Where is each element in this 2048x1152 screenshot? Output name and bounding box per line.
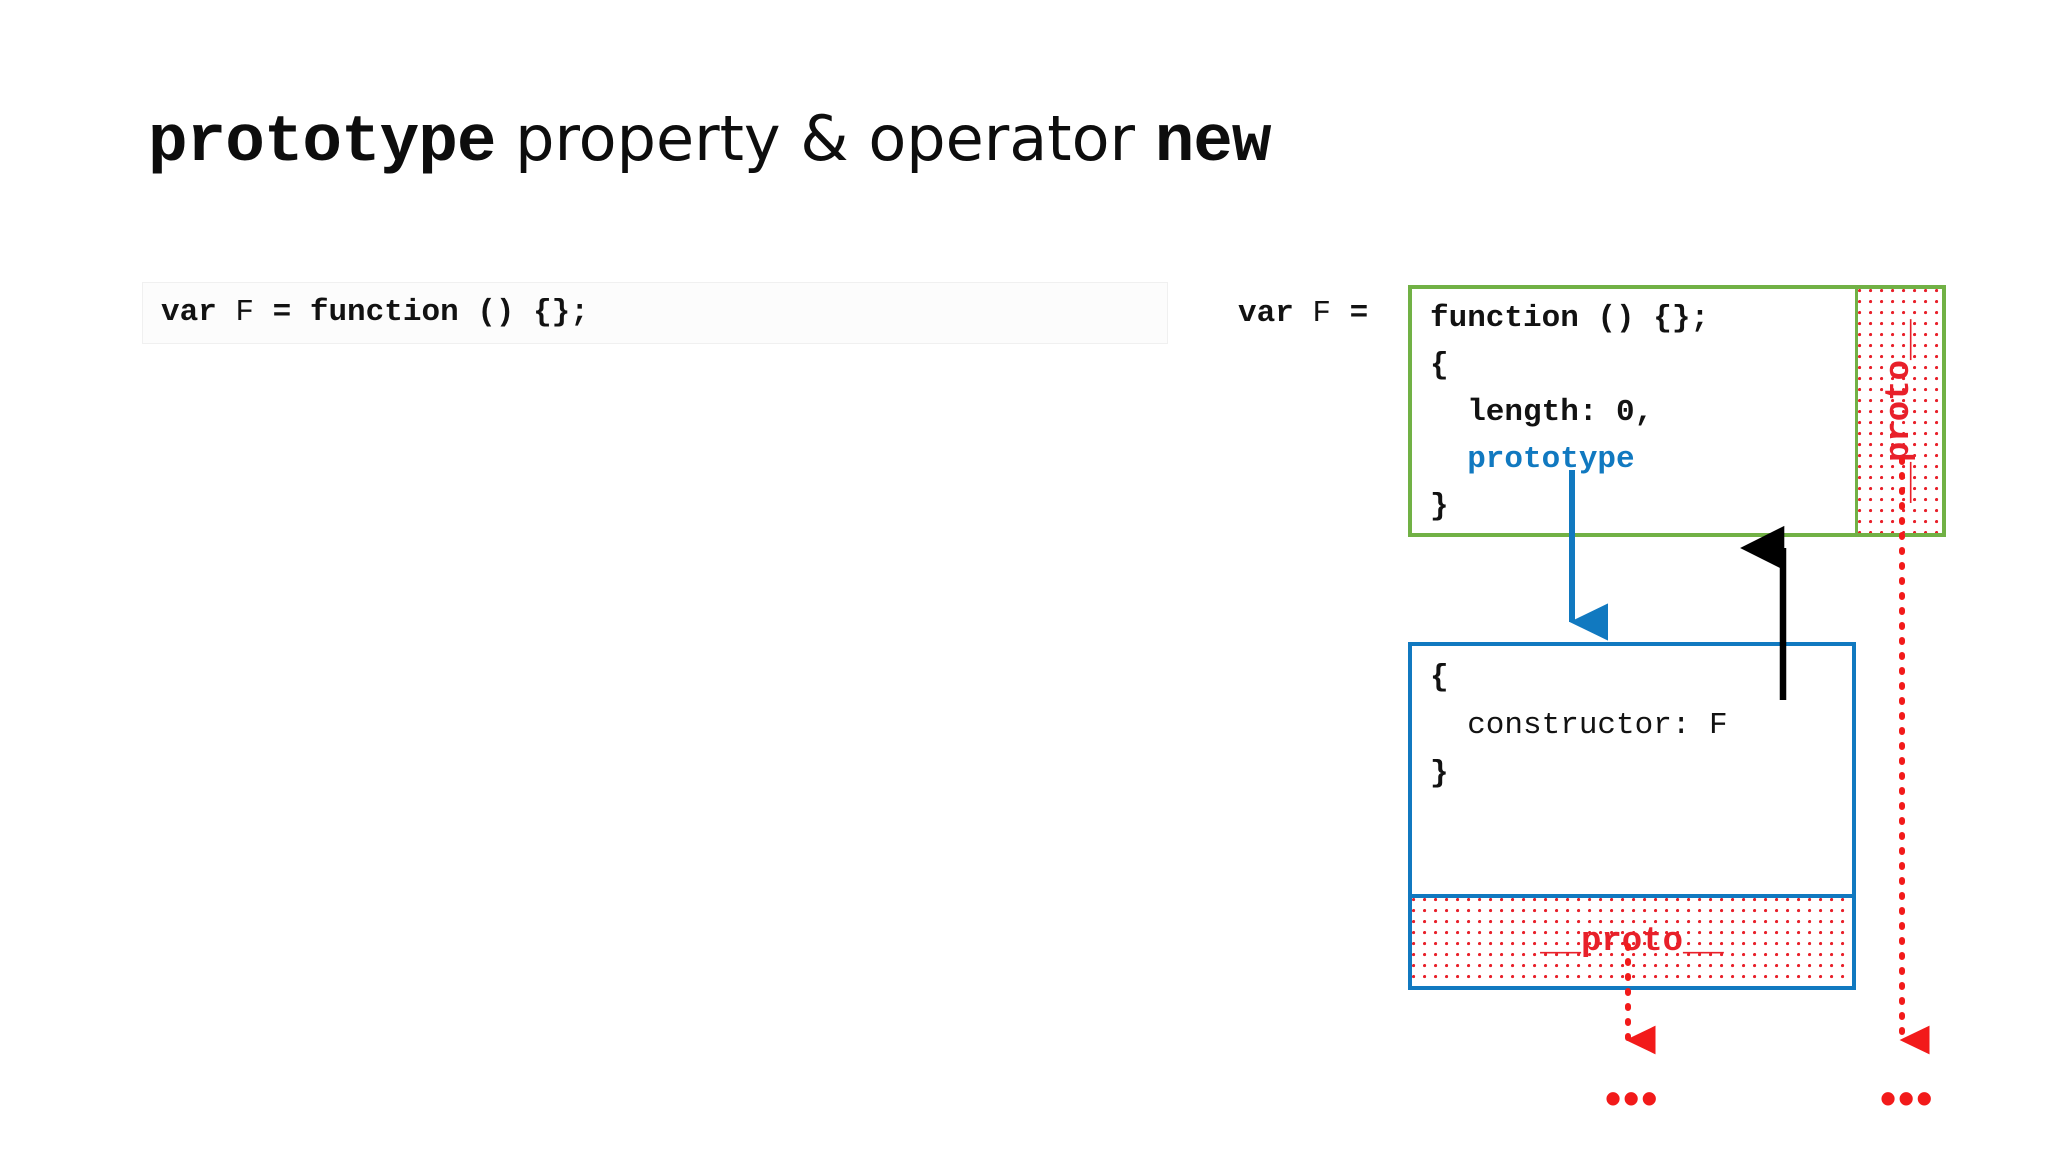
title-prototype: prototype [148, 105, 496, 180]
function-line-open-brace: { [1430, 348, 1449, 383]
function-line-prototype: prototype [1430, 442, 1635, 477]
prototype-object-body: { constructor: F } [1412, 646, 1852, 798]
prototype-line-open-brace: { [1430, 660, 1449, 695]
keyword-var: var [1238, 296, 1313, 331]
operator-assign: = [254, 295, 310, 330]
title-property-operator: property & operator [495, 102, 1155, 175]
prototype-object-box: { constructor: F } __proto__ [1408, 642, 1856, 990]
keyword-var: var [161, 295, 236, 330]
function-line-length: length: 0, [1430, 395, 1654, 430]
function-line-signature: function () {}; [1430, 301, 1710, 336]
ellipsis-left: ••• [1605, 1072, 1660, 1124]
operator-assign: = [1331, 296, 1387, 331]
prototype-line-close-brace: } [1430, 756, 1449, 791]
left-code-line: var F = function () {}; [161, 293, 589, 333]
function-literal: function () {}; [309, 295, 589, 330]
prototype-proto-label: __proto__ [1540, 923, 1724, 961]
left-code-box: var F = function () {}; [142, 282, 1168, 344]
prototype-line-constructor: constructor: F [1430, 708, 1728, 743]
title-new: new [1154, 105, 1272, 180]
page-title: prototype property & operator new [148, 108, 1272, 176]
identifier-f: F [235, 295, 255, 330]
ellipsis-right: ••• [1880, 1072, 1935, 1124]
prototype-proto-strip: __proto__ [1412, 894, 1852, 986]
function-line-close-brace: } [1430, 489, 1449, 524]
function-object-box: function () {}; { length: 0, prototype }… [1408, 285, 1946, 537]
function-object-body: function () {}; { length: 0, prototype } [1412, 289, 1859, 533]
identifier-f: F [1312, 296, 1332, 331]
right-var-prefix: var F = [1238, 294, 1387, 334]
function-proto-label: __proto__ [1881, 319, 1919, 503]
function-proto-column: __proto__ [1855, 289, 1942, 533]
